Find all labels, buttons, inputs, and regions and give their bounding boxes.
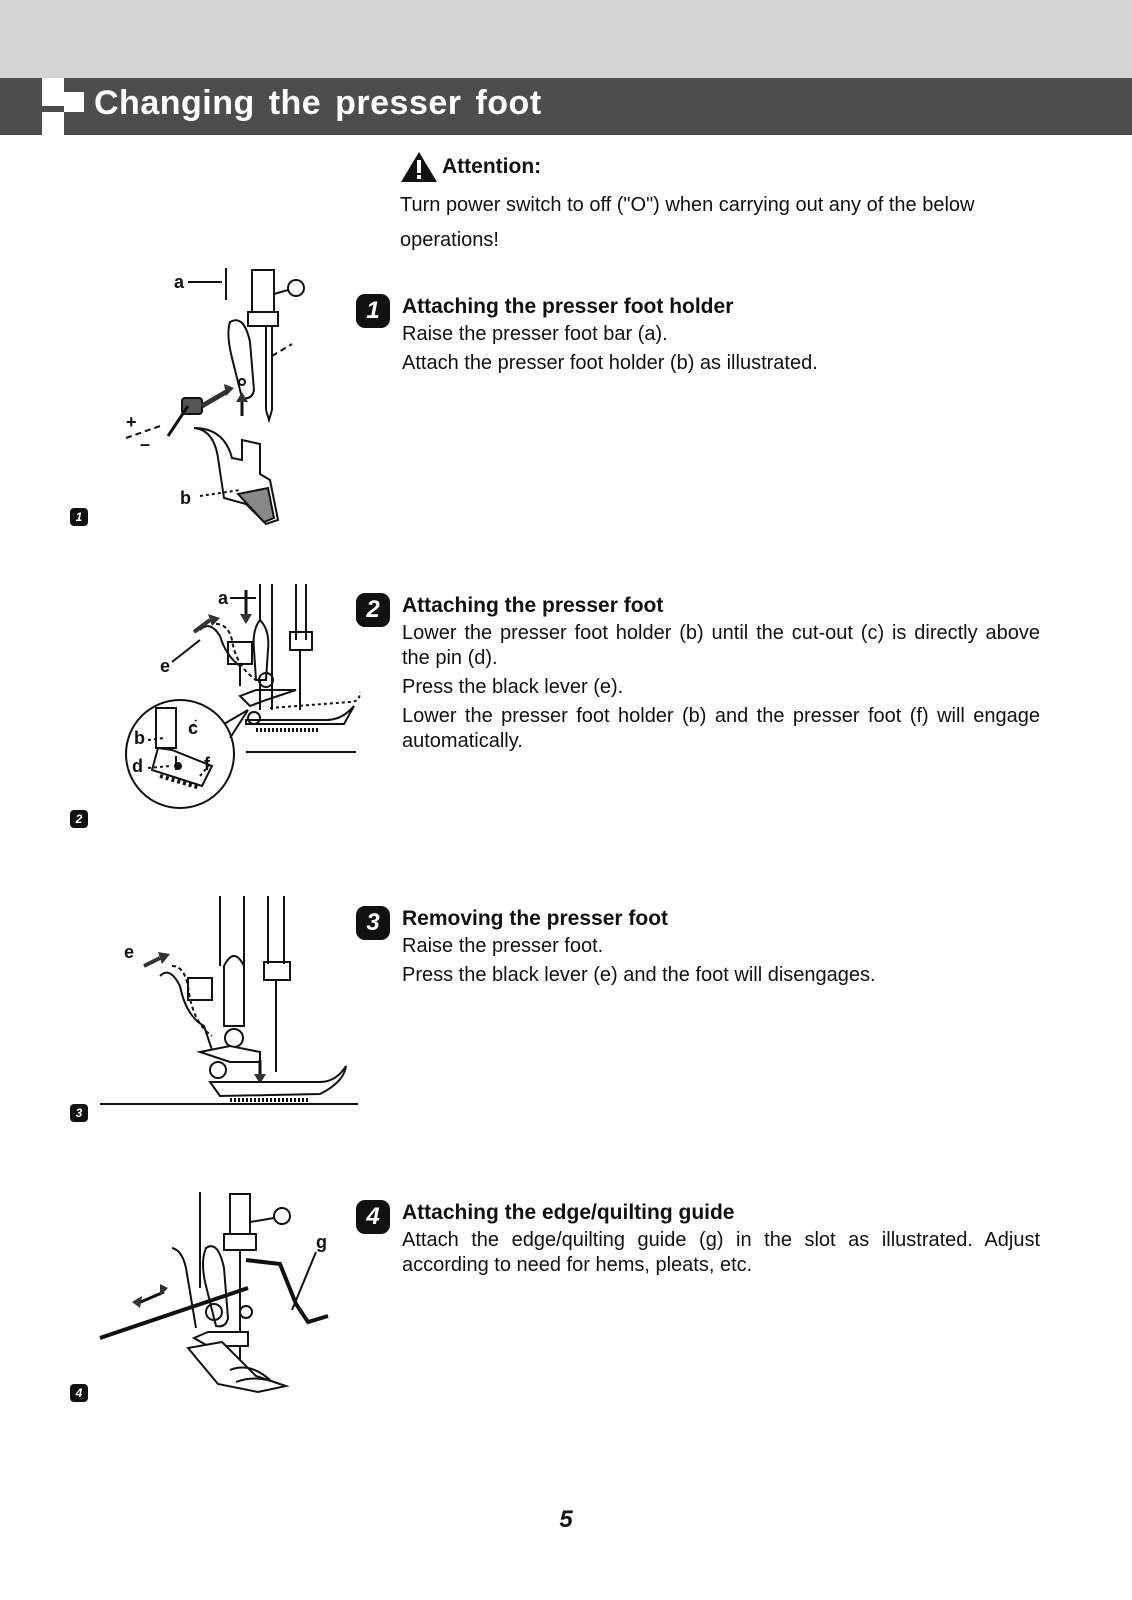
step-paragraph: Raise the presser foot. [402,935,604,957]
step-paragraph: Lower the presser foot holder (b) until … [402,622,1040,669]
step-title: Attaching the presser foot holder [402,295,734,318]
step-paragraph: Attach the edge/quilting guide (g) in th… [402,1229,1040,1276]
figure-3: e 3 [60,892,370,1142]
section-logo-icon [42,78,84,135]
figure-label: – [140,434,150,454]
step-paragraph: Lower the presser foot holder (b) and th… [402,705,1040,752]
step-paragraph: Attach the presser foot holder (b) as il… [402,352,818,374]
presser-foot-holder-illustration: a b + – [125,268,305,526]
figure-label: f [204,754,211,774]
attention-body: Turn power switch to off ("O") when carr… [400,194,975,251]
page-number: 5 [559,1506,573,1533]
figure-label: b [180,488,191,508]
step-title: Attaching the edge/quilting guide [402,1201,735,1224]
attention-title: Attention: [442,155,542,178]
step-number-badge: 2 [356,593,390,627]
quilting-guide-illustration: g [99,1192,329,1394]
figure-4: g 4 [60,1188,370,1428]
figure-number-badge: 2 [70,810,88,828]
figure-number-badge: 3 [70,1104,88,1122]
step-paragraph: Raise the presser foot bar (a). [402,323,668,345]
figure-label: e [160,656,170,676]
figure-1: a b + – 1 [60,260,340,530]
attention-notice: Attention: Turn power switch to off ("O"… [400,150,1040,258]
step-paragraph: Press the black lever (e). [402,676,624,698]
figure-label: e [124,942,134,962]
step-title: Removing the presser foot [402,907,669,930]
figure-number-badge: 4 [70,1384,88,1402]
figure-label: a [218,588,229,608]
step-number-badge: 3 [356,906,390,940]
section-header: Changing the presser foot [0,78,1132,135]
step-paragraph: Press the black lever (e) and the foot w… [402,964,876,986]
figure-label: a [174,272,185,292]
presser-foot-remove-illustration: e [100,896,358,1105]
step-number-badge: 4 [356,1200,390,1234]
figure-label: c [188,718,198,738]
step-number-badge: 1 [356,294,390,328]
top-band [0,0,1132,78]
figure-2: a e b c d f 2 [60,580,370,840]
figure-number-badge: 1 [70,508,88,526]
figure-label: + [126,412,137,432]
presser-foot-attach-illustration: a e b c d f [125,584,361,809]
warning-icon [401,152,437,182]
page-title: Changing the presser foot [94,84,542,122]
figure-label: b [134,728,145,748]
figure-label: g [316,1232,327,1252]
step-title: Attaching the presser foot [402,594,664,617]
figure-label: d [132,756,143,776]
